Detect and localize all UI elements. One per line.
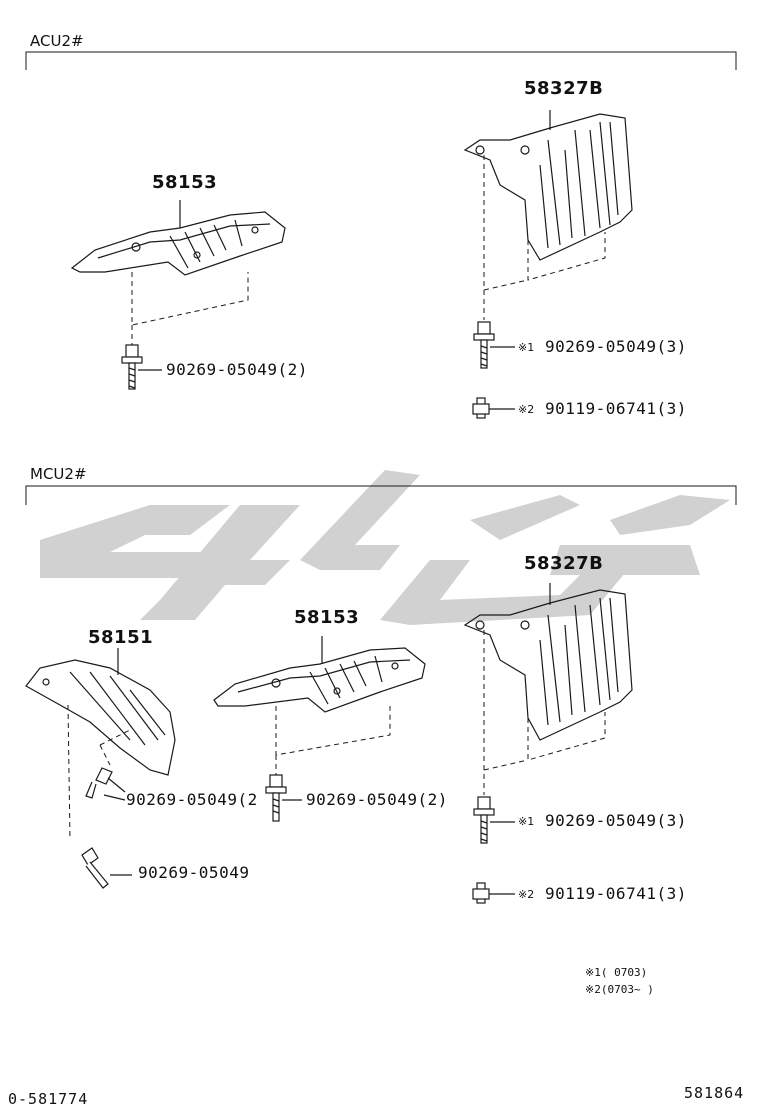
mcu-right-bolt-2-icon — [472, 882, 515, 904]
fastener-label-mcu-58151-a[interactable]: 90269-05049(2 — [126, 790, 258, 809]
mcu-58151-bolt-b-icon — [81, 847, 132, 889]
mcu-bracket — [25, 485, 737, 505]
fastener-label-mcu-58153[interactable]: 90269-05049(2) — [306, 790, 448, 809]
footer-right-code: 581864 — [684, 1084, 745, 1102]
mark-1-acu: ※1 — [518, 341, 535, 354]
fastener-label-mcu-right-2[interactable]: 90119-06741(3) — [545, 884, 687, 903]
acu-58327b-dash — [483, 155, 606, 320]
fastener-label-acu-right-1[interactable]: 90269-05049(3) — [545, 337, 687, 356]
mcu-58151-dash — [67, 704, 131, 841]
mark-1-mcu: ※1 — [518, 815, 535, 828]
mcu-58151-bolt-a-icon — [85, 767, 126, 801]
fastener-label-mcu-right-1[interactable]: 90269-05049(3) — [545, 811, 687, 830]
mcu-58327b-dash — [483, 630, 606, 795]
acu-left-bolt-icon — [121, 344, 162, 390]
part-label-mcu-58327b[interactable]: 58327B — [524, 553, 604, 574]
acu-58153-dash — [131, 272, 249, 345]
footnote-1: ※1( 0703) — [585, 966, 648, 979]
mcu-58151-shield — [25, 648, 176, 776]
footer-left-code: 0-581774 — [8, 1090, 89, 1108]
acu-right-bolt-1-icon — [473, 321, 515, 369]
mcu-58153-bolt-icon — [265, 774, 302, 822]
mcu-58153-dash — [275, 706, 391, 775]
section-label-mcu: MCU2# — [30, 465, 87, 483]
watermark-logo — [40, 470, 730, 625]
fastener-label-acu-right-2[interactable]: 90119-06741(3) — [545, 399, 687, 418]
acu-right-bolt-2-icon — [472, 397, 515, 419]
mark-2-acu: ※2 — [518, 403, 535, 416]
acu-58327b-shield — [463, 110, 633, 261]
mcu-58153-shield — [213, 636, 426, 713]
mark-2-mcu: ※2 — [518, 888, 535, 901]
part-label-acu-58327b[interactable]: 58327B — [524, 78, 604, 99]
acu-bracket — [25, 51, 737, 70]
part-label-acu-58153[interactable]: 58153 — [152, 172, 218, 193]
part-label-mcu-58153[interactable]: 58153 — [294, 607, 360, 628]
acu-58153-shield — [70, 200, 286, 276]
section-label-acu: ACU2# — [30, 32, 84, 50]
mcu-58327b-shield — [463, 583, 633, 741]
footnote-2: ※2(0703~ ) — [585, 983, 654, 996]
fastener-label-mcu-58151-b[interactable]: 90269-05049 — [138, 863, 250, 882]
mcu-right-bolt-1-icon — [473, 796, 515, 844]
fastener-label-acu-left[interactable]: 90269-05049(2) — [166, 360, 308, 379]
part-label-mcu-58151[interactable]: 58151 — [88, 627, 154, 648]
